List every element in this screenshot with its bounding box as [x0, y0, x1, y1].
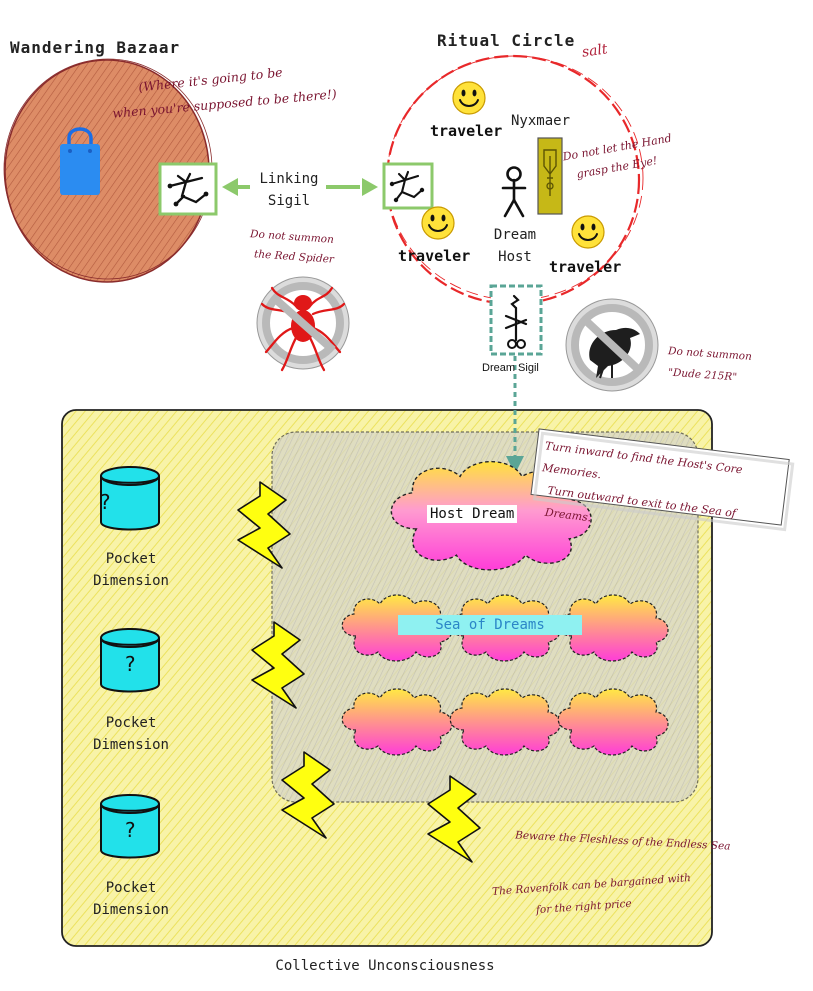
dream-sigil-label: Dream Sigil: [482, 362, 539, 374]
traveler-label: traveler: [398, 247, 471, 265]
pocket-dimension-label: Pocket Dimension: [76, 548, 186, 592]
pocket-label-line1: Pocket: [105, 715, 157, 731]
pocket-label-line1: Pocket: [105, 551, 157, 567]
smiley-icon: [571, 215, 605, 249]
pocket-dimension-label: Pocket Dimension: [76, 712, 186, 756]
sea-of-dreams-label: Sea of Dreams: [398, 615, 582, 635]
pocket-dimension-label: Pocket Dimension: [76, 877, 186, 921]
no-raven-icon: [565, 298, 659, 392]
linking-arrow: [222, 178, 378, 196]
callout-note-box: [530, 428, 795, 532]
dream-sigil-arrow: [506, 356, 524, 474]
dream-sigil-box: [489, 284, 543, 356]
pocket-label-line1: Pocket: [105, 880, 157, 896]
salt-label: salt: [580, 41, 609, 61]
shopping-bag-icon: [60, 127, 100, 195]
pocket-question-mark: ?: [124, 652, 136, 676]
pocket-label-line2: Dimension: [93, 737, 169, 753]
sea-cloud: [341, 688, 453, 756]
pocket-question-mark: ?: [124, 818, 136, 842]
sea-cloud: [557, 688, 669, 756]
hand-card-icon: [537, 137, 563, 215]
nyxmaer-label: Nyxmaer: [511, 113, 571, 129]
collective-unconsciousness-label: Collective Unconsciousness: [275, 958, 495, 974]
stick-figure-icon: [501, 166, 527, 218]
ritual-title: Ritual Circle: [437, 31, 576, 50]
pocket-label-line2: Dimension: [93, 902, 169, 918]
ritual-sigil-box: [382, 162, 434, 210]
dream-host-line1: Dream: [493, 227, 537, 243]
traveler-label: traveler: [549, 258, 622, 276]
linking-label-line1: Linking: [259, 171, 319, 187]
dream-host-label: Dream Host: [486, 224, 544, 268]
no-spider-icon: [256, 276, 350, 372]
linking-label-line2: Sigil: [267, 193, 311, 209]
pocket-question-mark: ?: [99, 490, 111, 514]
bazaar-sigil-box: [158, 162, 218, 216]
smiley-icon: [452, 81, 486, 115]
pocket-label-line2: Dimension: [93, 573, 169, 589]
traveler-label: traveler: [430, 122, 503, 140]
linking-sigil-label: Linking Sigil: [252, 168, 326, 212]
sea-cloud: [449, 688, 561, 756]
bazaar-title: Wandering Bazaar: [10, 38, 181, 57]
smiley-icon: [421, 206, 455, 240]
host-dream-label: Host Dream: [427, 505, 518, 523]
dream-host-line2: Host: [498, 249, 532, 265]
